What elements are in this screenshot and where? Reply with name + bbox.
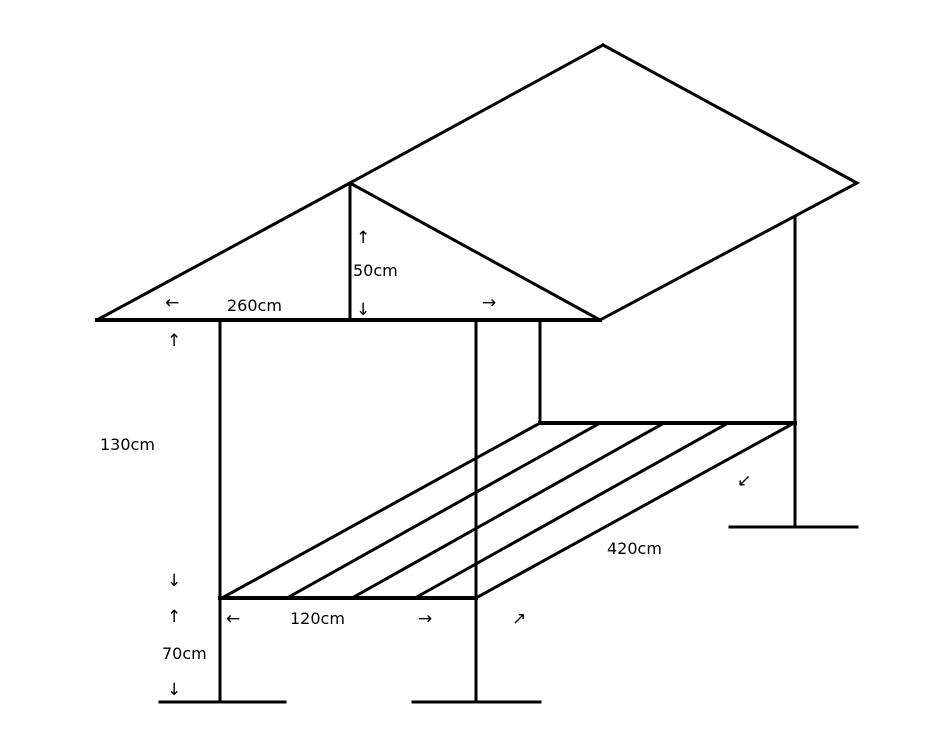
platform-slats [219, 420, 797, 601]
arrow-up-right-icon: ↗ [512, 609, 526, 629]
arrow-up-icon: ↑ [356, 228, 370, 248]
arrow-down-icon: ↓ [167, 680, 181, 700]
platform-width-label: 120cm [290, 609, 345, 628]
arrow-down-icon: ↓ [167, 571, 181, 591]
roof-width-label: 260cm [227, 296, 282, 315]
arrow-left-icon: ← [165, 293, 179, 313]
roof-back-slope [597, 42, 861, 323]
platform-slat [473, 420, 797, 601]
arrow-down-icon: ↓ [356, 300, 370, 320]
post-height-label: 130cm [100, 435, 155, 454]
arrow-right-icon: → [482, 293, 496, 313]
platform-slat [284, 420, 603, 601]
platform-slat [349, 420, 667, 601]
arrow-down-left-icon: ↙ [737, 471, 751, 491]
roof-ridge-left [347, 42, 606, 186]
platform-height-label: 70cm [162, 644, 207, 663]
ridge-height-label: 50cm [353, 261, 398, 280]
platform-length-label: 420cm [607, 539, 662, 558]
platform-slat [412, 420, 731, 601]
arrow-up-icon: ↑ [167, 331, 181, 351]
arrow-up-icon: ↑ [167, 607, 181, 627]
arrow-left-icon: ← [226, 609, 240, 629]
arrow-right-icon: → [418, 609, 432, 629]
platform-slat [219, 420, 543, 601]
